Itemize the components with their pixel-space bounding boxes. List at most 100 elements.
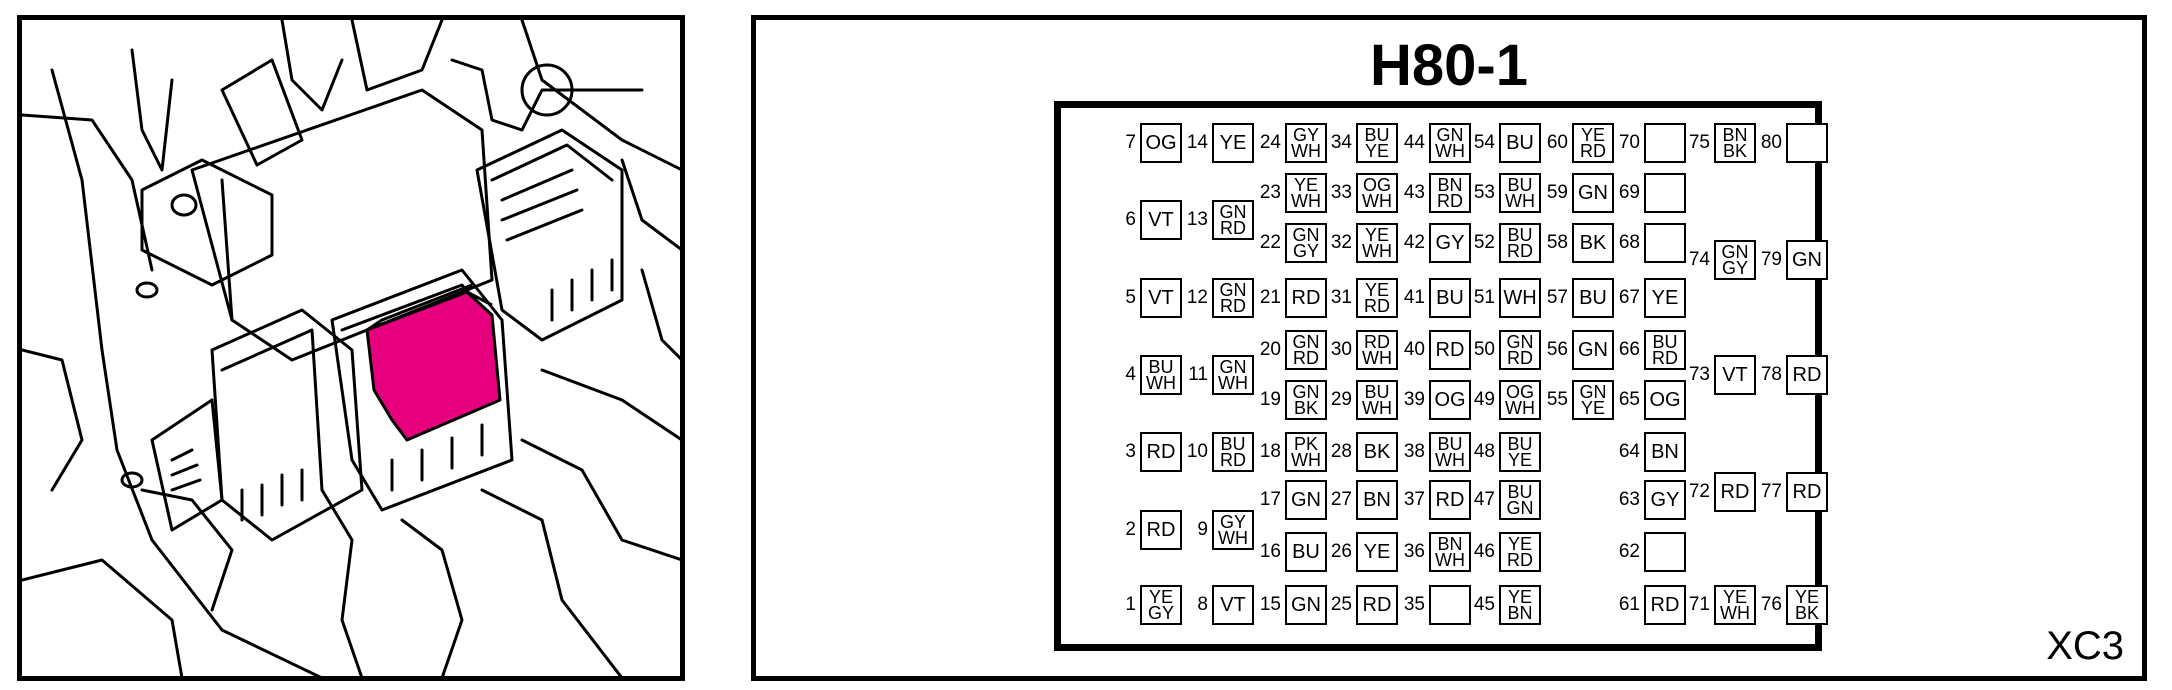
pin-wire-color: YE [1644, 278, 1686, 318]
pin-number: 51 [1473, 287, 1495, 308]
pin-number: 26 [1330, 541, 1352, 562]
pin-wire-color: VT [1140, 278, 1182, 318]
pin-number: 59 [1546, 182, 1568, 203]
pin-number: 79 [1760, 249, 1782, 270]
pin-number: 27 [1330, 489, 1352, 510]
pin-wire-color [1644, 532, 1686, 572]
pin-wire-color: BU [1429, 278, 1471, 318]
pin-number: 35 [1403, 594, 1425, 615]
pin-wire-color: GN RD [1285, 330, 1327, 370]
pin-number: 73 [1688, 364, 1710, 385]
pin-wire-color: YE [1356, 532, 1398, 572]
pin-wire-color: BN [1356, 480, 1398, 520]
pin-number: 6 [1125, 209, 1136, 230]
pin-wire-color: OG [1644, 380, 1686, 420]
pin-number: 3 [1125, 441, 1136, 462]
pin-wire-color: BN [1644, 432, 1686, 472]
pin-number: 71 [1688, 594, 1710, 615]
pin-number: 36 [1403, 541, 1425, 562]
pin-number: 28 [1330, 441, 1352, 462]
pin-number: 23 [1259, 182, 1281, 203]
pin-wire-color: OG WH [1499, 380, 1541, 420]
pin-wire-color: OG WH [1356, 173, 1398, 213]
pin-wire-color: GY [1644, 480, 1686, 520]
pin-wire-color: BU YE [1499, 432, 1541, 472]
pin-wire-color: YE [1212, 123, 1254, 163]
pin-wire-color: RD [1429, 480, 1471, 520]
pin-number: 48 [1473, 441, 1495, 462]
pin-number: 63 [1618, 489, 1640, 510]
pin-number: 69 [1618, 182, 1640, 203]
pin-wire-color: GN WH [1212, 355, 1254, 395]
pin-number: 70 [1618, 132, 1640, 153]
pin-number: 13 [1186, 209, 1208, 230]
pin-number: 34 [1330, 132, 1352, 153]
pin-number: 31 [1330, 287, 1352, 308]
pin-wire-color: BK [1356, 432, 1398, 472]
pin-wire-color: YE RD [1356, 278, 1398, 318]
pin-wire-color: BU WH [1356, 380, 1398, 420]
pin-number: 66 [1618, 339, 1640, 360]
connector-locator-view [17, 15, 685, 681]
pin-wire-color: RD [1356, 585, 1398, 625]
pin-number: 44 [1403, 132, 1425, 153]
pin-number: 24 [1259, 132, 1281, 153]
pin-number: 49 [1473, 389, 1495, 410]
pin-wire-color: RD [1786, 472, 1828, 512]
pin-wire-color: BK [1572, 223, 1614, 263]
pin-number: 5 [1125, 287, 1136, 308]
pin-number: 39 [1403, 389, 1425, 410]
pin-wire-color: BU RD [1212, 432, 1254, 472]
pin-number: 7 [1125, 132, 1136, 153]
pin-wire-color [1644, 223, 1686, 263]
pin-number: 50 [1473, 339, 1495, 360]
pin-number: 33 [1330, 182, 1352, 203]
pin-wire-color: GN RD [1212, 278, 1254, 318]
pin-wire-color: GN [1786, 240, 1828, 280]
pin-number: 15 [1259, 594, 1281, 615]
pin-wire-color: RD [1644, 585, 1686, 625]
pin-wire-color: BU [1285, 532, 1327, 572]
pin-wire-color: GN [1285, 585, 1327, 625]
pin-wire-color: BU WH [1499, 173, 1541, 213]
pin-number: 68 [1618, 232, 1640, 253]
pin-wire-color: RD [1285, 278, 1327, 318]
pin-wire-color: YE WH [1356, 223, 1398, 263]
connector-title: H80-1 [1370, 33, 1528, 98]
pin-number: 2 [1125, 519, 1136, 540]
pin-wire-color: GN BK [1285, 380, 1327, 420]
pin-wire-color: YE GY [1140, 585, 1182, 625]
pin-number: 10 [1186, 441, 1208, 462]
pin-number: 22 [1259, 232, 1281, 253]
pin-number: 9 [1197, 519, 1208, 540]
pin-wire-color: RD [1714, 472, 1756, 512]
pin-number: 53 [1473, 182, 1495, 203]
pin-wire-color: RD [1786, 355, 1828, 395]
pin-number: 56 [1546, 339, 1568, 360]
reference-code: XC3 [2046, 624, 2124, 668]
pin-number: 8 [1197, 594, 1208, 615]
pin-wire-color: BN BK [1714, 123, 1756, 163]
pin-wire-color: OG [1429, 380, 1471, 420]
pin-wire-color [1429, 585, 1471, 625]
pin-wire-color: PK WH [1285, 432, 1327, 472]
pin-number: 42 [1403, 232, 1425, 253]
pin-wire-color: YE BK [1786, 585, 1828, 625]
pin-wire-color: GN GY [1714, 240, 1756, 280]
pin-number: 46 [1473, 541, 1495, 562]
pin-number: 74 [1688, 249, 1710, 270]
pin-number: 25 [1330, 594, 1352, 615]
pin-number: 14 [1186, 132, 1208, 153]
pin-number: 54 [1473, 132, 1495, 153]
pin-wire-color: RD [1140, 432, 1182, 472]
pin-number: 1 [1125, 594, 1136, 615]
pin-number: 29 [1330, 389, 1352, 410]
pin-number: 52 [1473, 232, 1495, 253]
pin-wire-color: YE WH [1285, 173, 1327, 213]
pin-wire-color: GN [1285, 480, 1327, 520]
pin-number: 41 [1403, 287, 1425, 308]
pin-wire-color: BU [1572, 278, 1614, 318]
pin-wire-color: GN GY [1285, 223, 1327, 263]
pin-number: 61 [1618, 594, 1640, 615]
pin-number: 40 [1403, 339, 1425, 360]
